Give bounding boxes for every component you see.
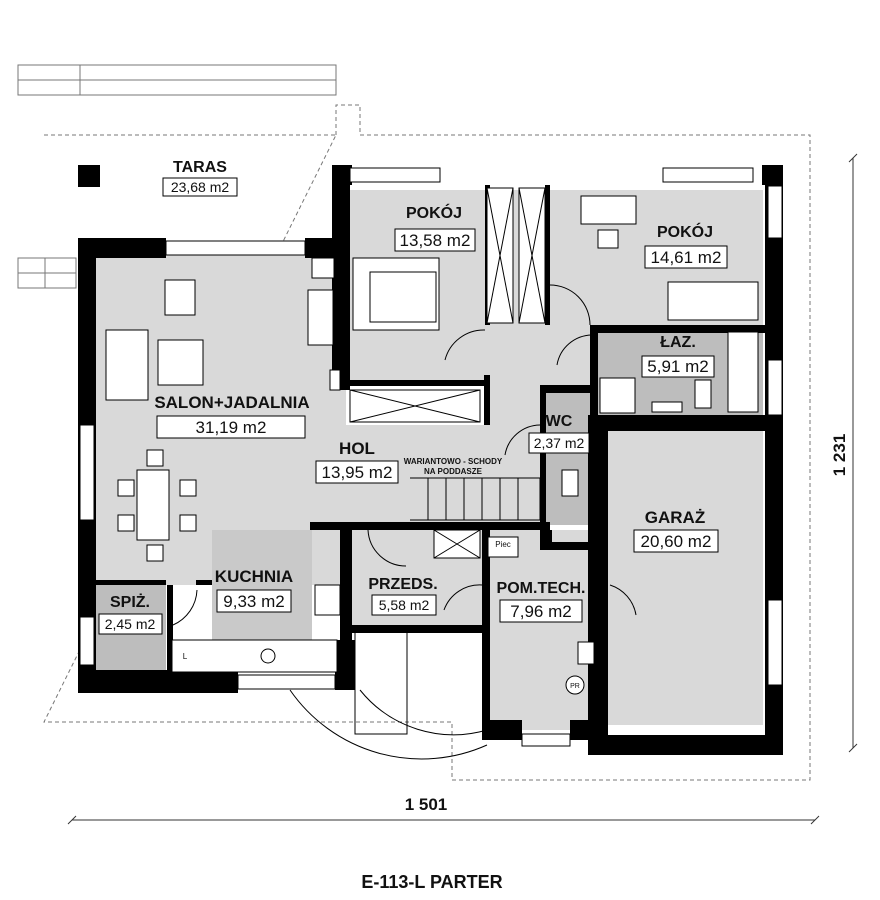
depth-dimension: 1 231	[830, 434, 849, 477]
room-name-kuchnia: KUCHNIA	[215, 567, 293, 586]
room-area-box-laz	[641, 355, 715, 378]
room-area-box-pomtech	[499, 599, 583, 623]
room-name-przeds: PRZEDS.	[368, 576, 437, 593]
room-area-box-pokoj-1	[394, 228, 476, 252]
room-area-hol: 13,95 m2	[322, 463, 393, 482]
dimension-lines	[67, 153, 858, 825]
terrace-column	[78, 165, 100, 187]
room-area-box-taras	[162, 177, 238, 197]
room-area-box-kuchnia	[216, 589, 292, 613]
room-area-box-salon	[156, 415, 306, 439]
stairs-note-line-2: NA PODDASZE	[424, 467, 483, 476]
drawing-title: E-113-L PARTER	[361, 872, 502, 892]
room-area-box-hol	[315, 460, 399, 484]
room-area-garaz: 20,60 m2	[641, 532, 712, 551]
stairs-note-line-1: WARIANTOWO - SCHODY	[404, 457, 503, 466]
stairs	[410, 477, 541, 521]
room-area-laz: 5,91 m2	[647, 357, 708, 376]
room-area-box-pokoj-2	[644, 245, 728, 269]
room-name-hol: HOL	[339, 439, 375, 458]
l-label: L	[183, 652, 188, 661]
room-area-box-garaz	[633, 529, 719, 553]
room-area-salon: 31,19 m2	[196, 418, 267, 437]
room-area-box-spiz	[98, 613, 163, 635]
room-area-spiz: 2,45 m2	[105, 616, 156, 632]
sink	[260, 648, 276, 664]
windows	[79, 167, 783, 747]
built-ins	[307, 187, 546, 559]
room-name-taras: TARAS	[173, 159, 227, 176]
room-name-wc: WC	[546, 413, 573, 430]
pr-label: PR	[570, 683, 580, 690]
room-area-kuchnia: 9,33 m2	[223, 592, 284, 611]
width-dimension: 1 501	[405, 795, 448, 814]
furniture	[105, 195, 759, 673]
room-area-pokoj-1: 13,58 m2	[400, 231, 471, 250]
room-name-pomtech: POM.TECH.	[497, 580, 586, 597]
room-name-laz: ŁAZ.	[660, 334, 696, 351]
room-area-box-przeds	[371, 594, 437, 616]
doors	[172, 284, 637, 760]
room-area-pokoj-2: 14,61 m2	[651, 248, 722, 267]
room-name-spiz: SPIŻ.	[110, 593, 150, 611]
room-area-przeds: 5,58 m2	[379, 597, 430, 613]
room-name-salon: SALON+JADALNIA	[154, 393, 309, 412]
room-area-pomtech: 7,96 m2	[510, 602, 571, 621]
radiator	[329, 369, 341, 391]
room-name-garaz: GARAŻ	[645, 508, 705, 527]
room-area-wc: 2,37 m2	[534, 435, 585, 451]
room-name-pokoj-1: POKÓJ	[406, 203, 462, 222]
pergola	[17, 64, 337, 289]
boiler	[565, 675, 585, 695]
room-name-pokoj-2: POKÓJ	[657, 222, 713, 241]
furnace-label: Piec	[495, 540, 511, 549]
room-area-box-wc	[528, 432, 590, 454]
room-area-taras: 23,68 m2	[171, 179, 230, 195]
terrace-outline	[43, 104, 811, 781]
